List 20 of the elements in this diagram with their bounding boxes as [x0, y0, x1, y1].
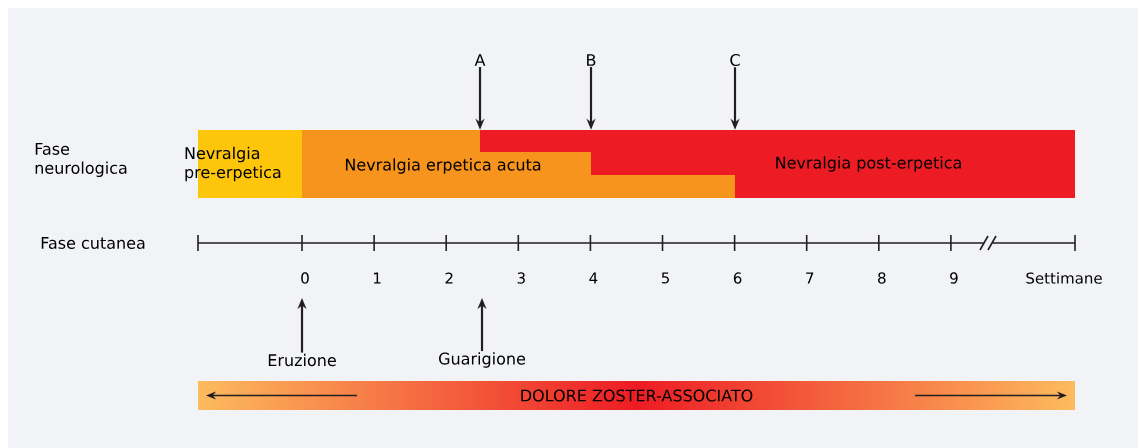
tick-label: 1 — [374, 272, 381, 284]
tick-label: 6 — [733, 272, 742, 284]
tick-label: 3 — [517, 272, 525, 284]
phase-bar: Nevralgia erpetica acuta — [302, 130, 735, 198]
marker-letter: C — [730, 53, 740, 67]
phase-label: Fase cutanea — [41, 237, 145, 249]
axis-unit-label: Settimane — [1026, 272, 1102, 284]
tick-label: 5 — [661, 272, 669, 284]
marker-letter: A — [474, 54, 486, 66]
node-label: DOLORE ZOSTER-ASSOCIATO — [521, 389, 753, 402]
tick-label: 0 — [301, 272, 309, 284]
tick-label: 4 — [589, 272, 598, 284]
tick-label: 7 — [806, 272, 814, 284]
tick-label: 8 — [878, 272, 886, 284]
event-label: Eruzione — [268, 353, 336, 367]
event-label: Guarigione — [439, 352, 526, 368]
marker-letter: B — [587, 54, 596, 66]
phase-label: Fase neurologica — [35, 143, 127, 177]
tick-label: 2 — [445, 272, 453, 284]
tick-label: 9 — [950, 272, 958, 284]
